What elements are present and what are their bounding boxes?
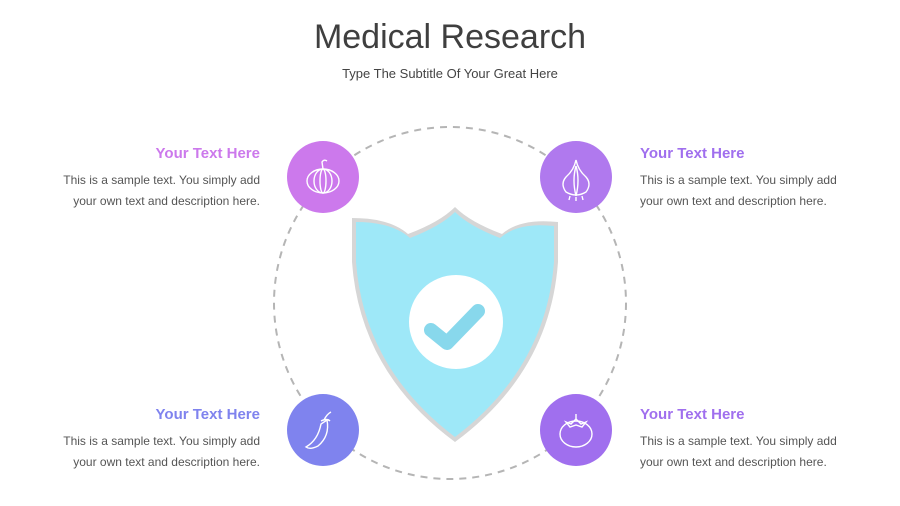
shield-check-icon bbox=[352, 207, 558, 442]
check-badge bbox=[409, 275, 503, 369]
garlic-icon bbox=[562, 159, 590, 201]
icon-circle-top-left bbox=[287, 141, 359, 213]
slide-subtitle: Type The Subtitle Of Your Great Here bbox=[342, 66, 558, 81]
tomato-icon bbox=[559, 414, 593, 448]
block-heading: Your Text Here bbox=[640, 145, 745, 162]
block-heading: Your Text Here bbox=[155, 145, 260, 162]
slide-title: Medical Research bbox=[313, 18, 587, 56]
block-body: This is a sample text. You simply add yo… bbox=[63, 434, 260, 469]
block-body: This is a sample text. You simply add yo… bbox=[63, 173, 260, 208]
check-mark-icon bbox=[424, 304, 485, 350]
text-block-top-left: Your Text Here This is a sample text. Yo… bbox=[40, 145, 260, 212]
text-block-bottom-right: Your Text Here This is a sample text. Yo… bbox=[640, 406, 860, 473]
block-heading: Your Text Here bbox=[155, 406, 260, 423]
pumpkin-icon bbox=[306, 159, 340, 194]
block-body: This is a sample text. You simply add yo… bbox=[640, 434, 837, 469]
chili-pepper-icon bbox=[304, 411, 332, 449]
text-block-top-right: Your Text Here This is a sample text. Yo… bbox=[640, 145, 860, 212]
icon-circle-bottom-left bbox=[287, 394, 359, 466]
icon-circle-top-right bbox=[540, 141, 612, 213]
icon-circle-bottom-right bbox=[540, 394, 612, 466]
text-block-bottom-left: Your Text Here This is a sample text. Yo… bbox=[40, 406, 260, 473]
block-heading: Your Text Here bbox=[640, 406, 745, 423]
block-body: This is a sample text. You simply add yo… bbox=[640, 173, 837, 208]
dashed-ring bbox=[273, 126, 627, 480]
